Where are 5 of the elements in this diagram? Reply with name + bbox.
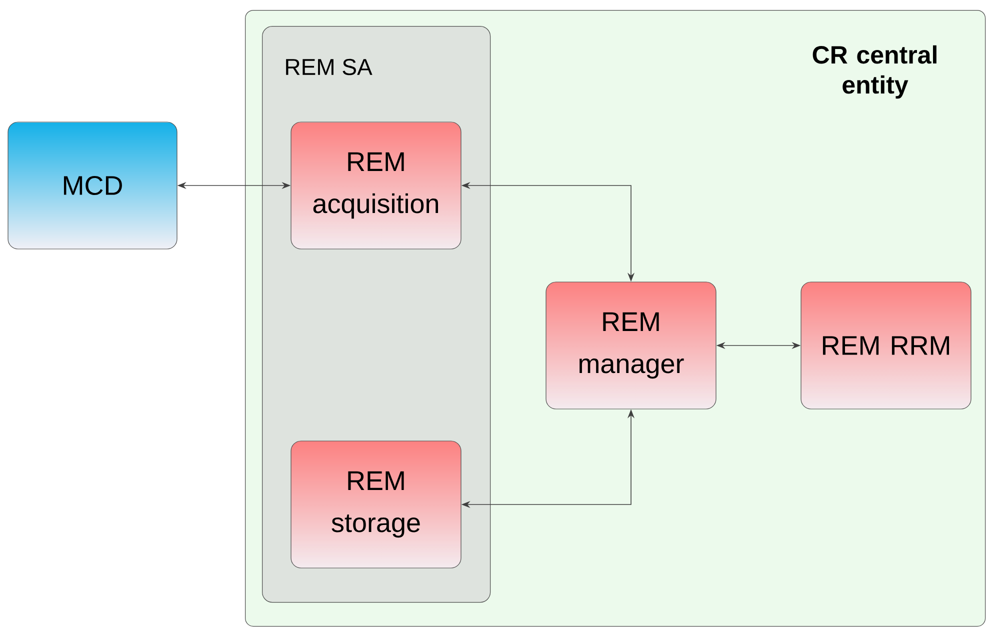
process-box: REM acquisition (290, 122, 462, 250)
process-box: REM manager (546, 282, 716, 410)
device-box: MCD (8, 122, 178, 250)
process-box: REM storage (290, 440, 462, 568)
process-box: REM RRM (800, 282, 972, 410)
